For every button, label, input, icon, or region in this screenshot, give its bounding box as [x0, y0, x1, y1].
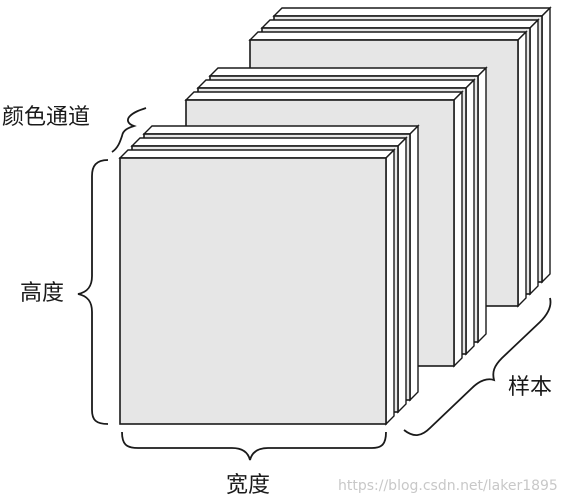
- width-label: 宽度: [226, 473, 270, 498]
- watermark-text: https://blog.csdn.net/laker1895: [338, 478, 558, 494]
- back-stack-layer-1-side: [517, 30, 527, 308]
- front-stack-layer-1-top: [118, 149, 396, 159]
- front-stack-layer-2-side: [397, 136, 407, 414]
- middle-stack-layer-2-side: [465, 78, 475, 356]
- front-stack-layer-2-top: [130, 137, 408, 147]
- back-stack-layer-1-top: [248, 31, 528, 41]
- middle-stack-layer-3-top: [208, 67, 488, 77]
- middle-stack-layer-1-top: [184, 91, 464, 101]
- channels-brace: [111, 107, 147, 153]
- front-stack-layer-3-side: [409, 124, 419, 402]
- middle-stack-layer-3-side: [477, 66, 487, 344]
- back-stack-layer-3-side: [541, 6, 551, 284]
- channels-label: 颜色通道: [2, 105, 90, 130]
- samples-label: 样本: [508, 375, 552, 400]
- front-stack-layer-1-side: [385, 148, 395, 426]
- front-stack-layer-3-top: [142, 125, 420, 135]
- height-brace: [77, 159, 109, 425]
- middle-stack-layer-2-top: [196, 79, 476, 89]
- height-label: 高度: [20, 281, 64, 306]
- width-brace: [121, 431, 387, 461]
- back-stack-layer-2-top: [260, 19, 540, 29]
- back-stack-layer-2-side: [529, 18, 539, 296]
- samples-brace: [403, 297, 552, 436]
- back-stack-layer-3-top: [272, 7, 552, 17]
- middle-stack-layer-1-side: [453, 90, 463, 368]
- sample-stack-front: [118, 124, 420, 426]
- front-stack-layer-1-face: [119, 157, 387, 425]
